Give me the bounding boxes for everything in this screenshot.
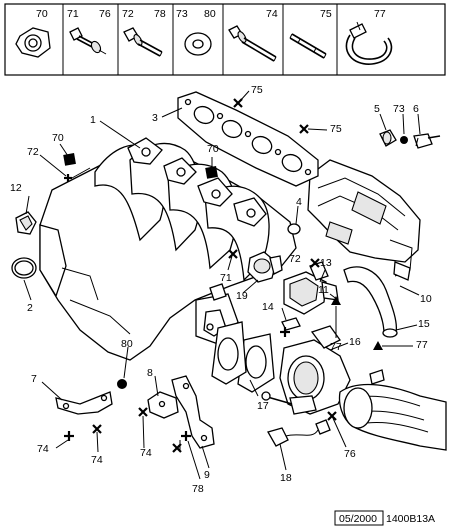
callout-77-mid: 77: [330, 341, 342, 353]
nut-70-left: [63, 153, 76, 166]
callout-71: 71: [220, 272, 232, 284]
callout-75-top: 75: [251, 84, 263, 96]
callout-73: 73: [393, 103, 405, 115]
callout-74-mid: 74: [91, 454, 103, 466]
throttle-body: [261, 325, 351, 415]
callout-17: 17: [257, 400, 269, 412]
washer-73-small: [400, 136, 408, 144]
callout-19: 19: [236, 290, 248, 302]
bracket-7: [55, 391, 113, 415]
callout-72-right: 72: [289, 253, 301, 265]
callout-77-right: 77: [416, 339, 428, 351]
header-ref-72: 72: [122, 8, 134, 20]
stepper-motor: [283, 261, 339, 315]
callout-70-right: 70: [207, 143, 219, 155]
sensor-grommet: [379, 129, 397, 147]
callout-12: 12: [10, 182, 22, 194]
callout-8: 8: [147, 367, 153, 379]
callout-3: 3: [152, 112, 158, 124]
callout-1: 1: [90, 114, 96, 126]
callout-74-center: 74: [140, 447, 152, 459]
nut-70-right: [205, 166, 218, 179]
callout-11: 11: [318, 284, 329, 296]
bracket-8: [147, 391, 179, 419]
header-ref-74: 74: [266, 8, 278, 20]
bracket-9: [171, 375, 215, 449]
callout-70-left: 70: [52, 132, 64, 144]
callout-76: 76: [344, 448, 356, 460]
header-ref-70: 70: [36, 8, 48, 20]
callout-6: 6: [413, 103, 419, 115]
callout-14: 14: [262, 301, 274, 313]
o-ring-seal: [11, 257, 37, 279]
flat-washer-icon: [184, 32, 212, 56]
callout-16: 16: [349, 336, 361, 348]
washer-80: [117, 379, 127, 389]
shouldered-bolt-icon: [69, 27, 107, 55]
footer-date: 05/2000: [339, 513, 377, 525]
flange-bolt-icon: [123, 27, 163, 57]
header-ref-75: 75: [320, 8, 332, 20]
header-ref-78: 78: [154, 8, 166, 20]
callout-13: 13: [320, 257, 332, 269]
callout-75-right: 75: [330, 123, 342, 135]
footer-code: 1400B13A: [386, 513, 435, 525]
manifold-gasket: [177, 91, 319, 187]
flange-nut-icon: [15, 27, 51, 58]
idle-control-valve: [247, 251, 283, 283]
callout-78: 78: [192, 483, 204, 495]
air-intake-duct: [338, 369, 447, 451]
header-ref-80: 80: [204, 8, 216, 20]
callout-4: 4: [296, 196, 302, 208]
throttle-flange-plate: [211, 321, 247, 385]
temperature-sensor: [413, 133, 441, 149]
header-ref-77: 77: [374, 8, 386, 20]
throttle-position-sensor: [267, 419, 331, 447]
header-ref-76: 76: [99, 8, 111, 20]
callout-15: 15: [418, 318, 430, 330]
vacuum-o-ring: [287, 223, 301, 235]
footer: 05/2000 1400B13A: [334, 510, 435, 526]
callout-72-left: 72: [27, 146, 39, 158]
stud-icon: [289, 33, 327, 59]
hose-clamp-icon: [345, 21, 393, 65]
callout-labels: 1 2 3 4 5 6 7 8 9 10 11 12 13 14 15 16 1…: [10, 84, 432, 495]
callout-7: 7: [31, 373, 37, 385]
callout-74-left: 74: [37, 443, 49, 455]
heat-shield: [307, 159, 421, 281]
callout-5: 5: [374, 103, 380, 115]
callout-80: 80: [121, 338, 133, 350]
callout-10: 10: [420, 293, 432, 305]
intake-manifold: [39, 137, 297, 361]
callout-2: 2: [27, 302, 33, 314]
breather-hose: [343, 266, 398, 338]
header-ref-73: 73: [176, 8, 188, 20]
callout-9: 9: [204, 469, 210, 481]
callout-18: 18: [280, 472, 292, 484]
header-ref-71: 71: [67, 8, 79, 20]
long-bolt-icon: [228, 25, 277, 62]
leader-lines: [23, 90, 421, 480]
header-parts-strip: 70 71 76 72 78 73 80: [4, 3, 446, 76]
port-plug: [15, 211, 37, 235]
